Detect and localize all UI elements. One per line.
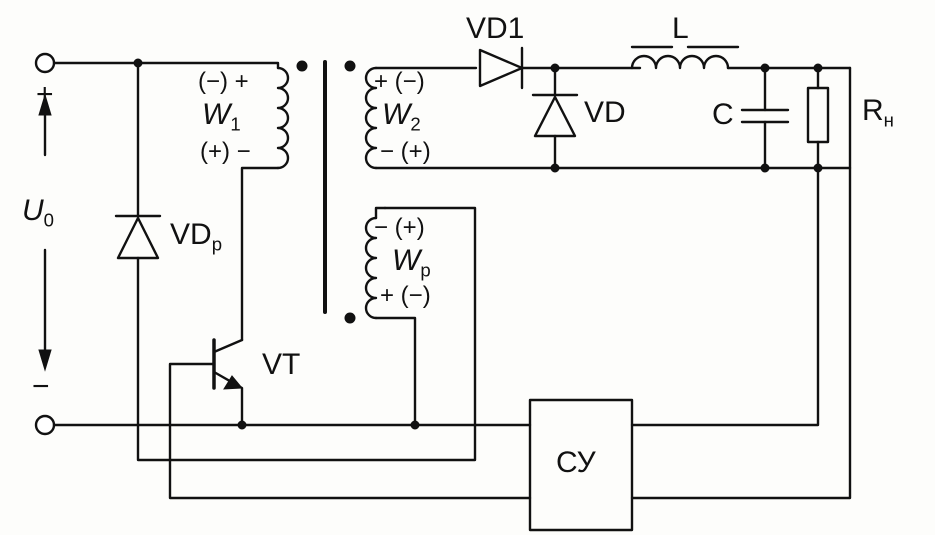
inductor-l (630, 45, 852, 70)
diode-vd1 (478, 46, 642, 90)
junction-dot (760, 163, 770, 173)
u0-subscript: 0 (43, 209, 55, 231)
wp-polarity-top: − (+) (374, 214, 425, 241)
w2-polarity-top: + (−) (374, 68, 425, 95)
diode-vd (531, 66, 579, 170)
input-terminal-top (34, 52, 56, 74)
resistor-rn (806, 66, 830, 170)
label-u0: U0 (22, 196, 54, 230)
label-w2: W2 (382, 100, 421, 134)
w1-polarity-bottom: (+) − (200, 138, 251, 165)
junction-dot (410, 420, 420, 430)
winding-w1 (240, 66, 290, 342)
label-rn: Rн (862, 96, 894, 130)
label-c: C (712, 98, 734, 131)
junction-dot (237, 420, 247, 430)
winding-w2 (364, 66, 852, 170)
w2-polarity-bottom: − (+) (380, 138, 431, 165)
label-w1: W1 (202, 100, 241, 134)
label-wp: Wр (392, 246, 431, 280)
capacitor-c (740, 66, 790, 170)
w1-symbol: W (202, 98, 231, 131)
label-plus: + (36, 78, 54, 111)
polarity-dot-wp (344, 312, 356, 324)
label-vdp: VDр (170, 220, 222, 254)
diode-vdp (114, 61, 477, 462)
u0-arrow (38, 93, 52, 372)
feedback-wire-b (630, 66, 852, 500)
rn-subscript: н (883, 109, 894, 131)
label-l: L (672, 12, 689, 45)
label-vt: VT (262, 348, 301, 381)
label-vd1: VD1 (466, 12, 525, 45)
label-cy: СУ (556, 446, 596, 479)
input-rail-top (52, 61, 280, 70)
winding-wp (364, 206, 417, 427)
vdp-subscript: р (211, 233, 223, 255)
wp-symbol: W (392, 244, 421, 277)
w2-subscript: 2 (410, 113, 421, 135)
label-vd: VD (584, 96, 626, 129)
vdp-symbol: VD (170, 218, 212, 251)
control-unit-box (528, 398, 634, 532)
feedback-wire-a (630, 166, 820, 427)
wp-polarity-bottom: + (−) (380, 282, 431, 309)
transistor-vt (168, 338, 532, 500)
u0-symbol: U (22, 194, 44, 227)
junction-dot (550, 163, 560, 173)
wp-subscript: р (420, 259, 431, 281)
polarity-dot-w1 (296, 60, 308, 72)
w1-polarity-top: (−) + (198, 68, 249, 95)
w2-symbol: W (382, 98, 411, 131)
w1-subscript: 1 (230, 113, 241, 135)
input-terminal-bottom (34, 414, 56, 436)
polarity-dot-w2 (344, 60, 356, 72)
rn-symbol: R (862, 94, 884, 127)
label-minus: − (32, 370, 50, 403)
